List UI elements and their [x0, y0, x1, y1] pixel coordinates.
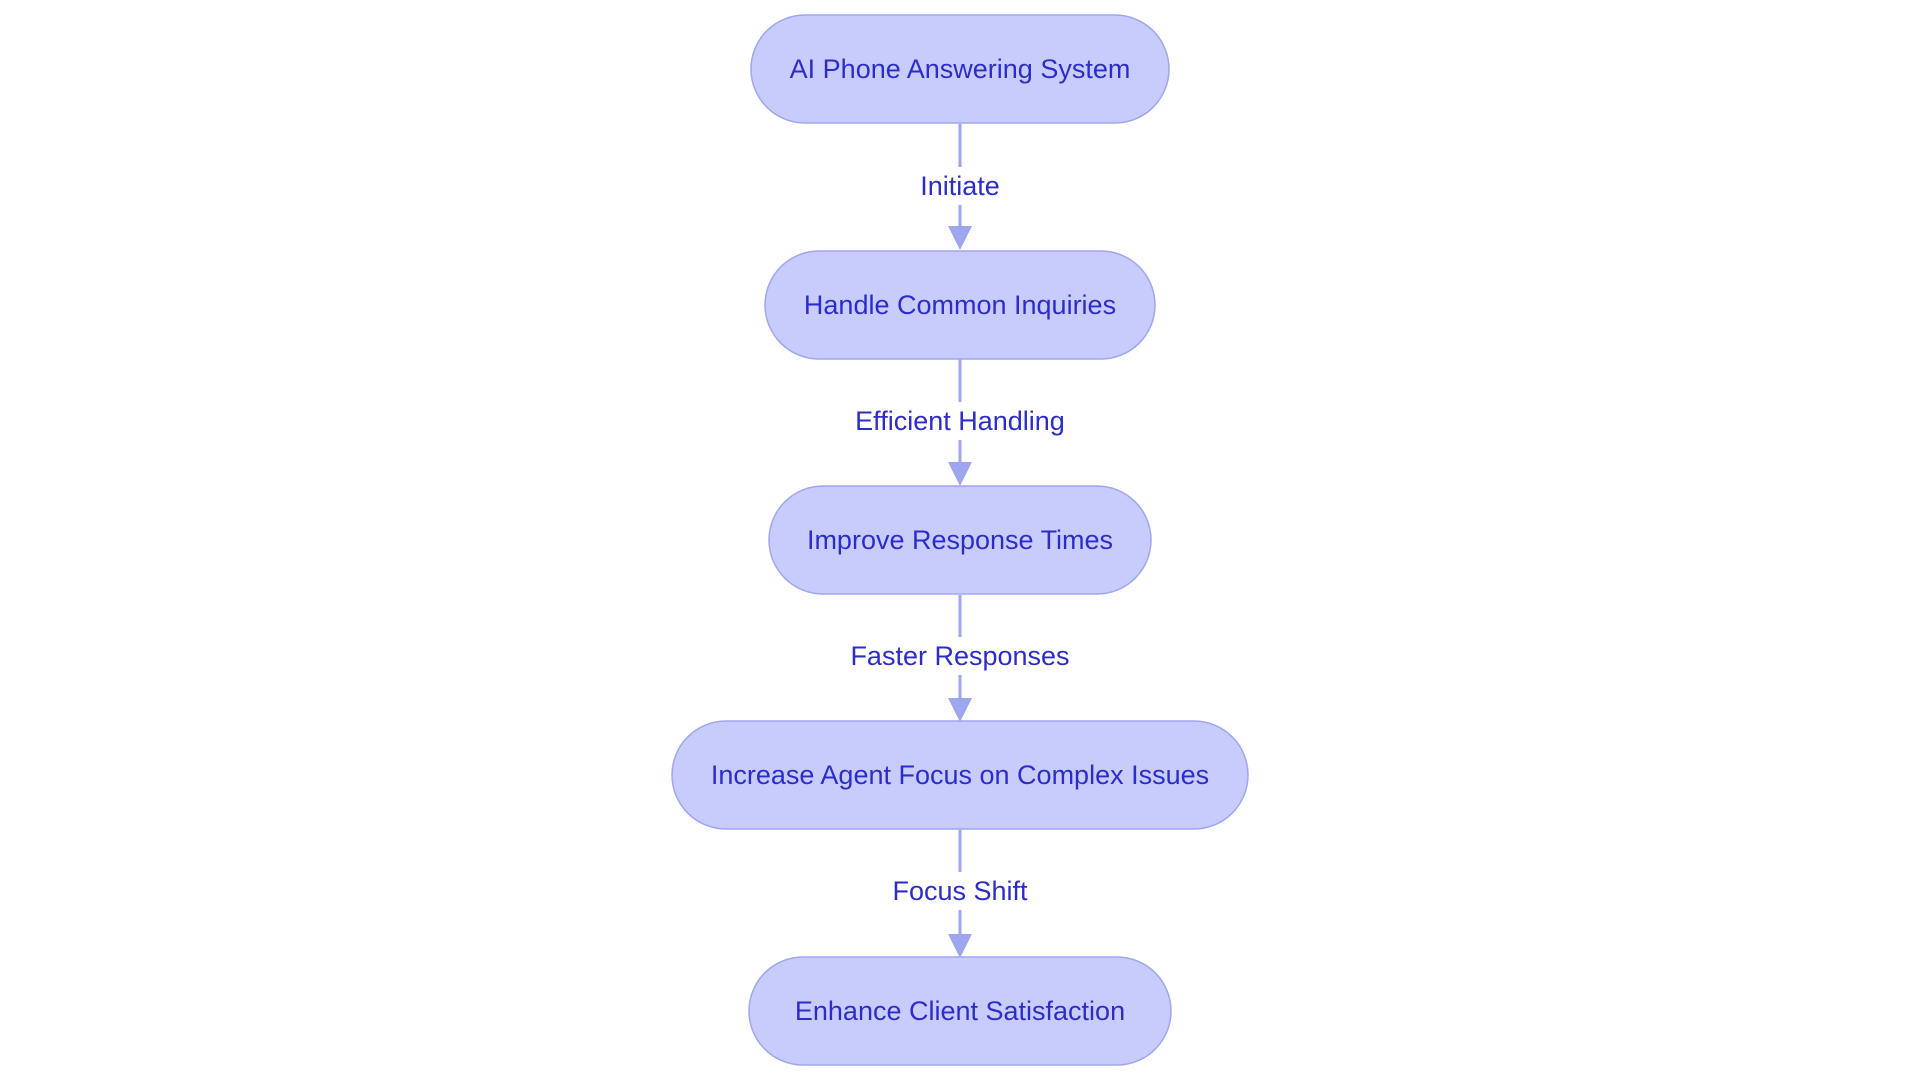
- node-improve-response-times: Improve Response Times: [768, 485, 1152, 595]
- edge-focus-shift: Focus Shift: [886, 830, 1034, 958]
- edge-label: Initiate: [920, 171, 1000, 201]
- node-handle-common-inquiries: Handle Common Inquiries: [764, 250, 1156, 360]
- node-shape: [750, 14, 1170, 124]
- node-shape: [748, 956, 1172, 1066]
- node-label: Increase Agent Focus on Complex Issues: [711, 760, 1209, 790]
- edge-label-background: [848, 402, 1072, 440]
- node-ai-phone-answering-system: AI Phone Answering System: [750, 14, 1170, 124]
- node-label: Handle Common Inquiries: [804, 290, 1116, 320]
- edge-initiate: Initiate: [910, 124, 1010, 250]
- node-label: Enhance Client Satisfaction: [795, 996, 1125, 1026]
- edge-faster-responses: Faster Responses: [846, 595, 1074, 722]
- edge-label-background: [886, 872, 1034, 910]
- node-label: AI Phone Answering System: [790, 54, 1131, 84]
- edge-label-background: [846, 637, 1074, 675]
- edge-label: Focus Shift: [892, 876, 1028, 906]
- arrowhead-icon: [948, 462, 972, 486]
- node-shape: [764, 250, 1156, 360]
- edge-label: Efficient Handling: [855, 406, 1065, 436]
- node-increase-agent-focus: Increase Agent Focus on Complex Issues: [671, 720, 1249, 830]
- edge-label: Faster Responses: [850, 641, 1069, 671]
- arrowhead-icon: [948, 934, 972, 958]
- arrowhead-icon: [948, 698, 972, 722]
- arrowhead-icon: [948, 226, 972, 250]
- node-label: Improve Response Times: [807, 525, 1113, 555]
- node-enhance-client-satisfaction: Enhance Client Satisfaction: [748, 956, 1172, 1066]
- node-shape: [671, 720, 1249, 830]
- node-shape: [768, 485, 1152, 595]
- edge-label-background: [910, 167, 1010, 205]
- edge-efficient-handling: Efficient Handling: [848, 359, 1072, 486]
